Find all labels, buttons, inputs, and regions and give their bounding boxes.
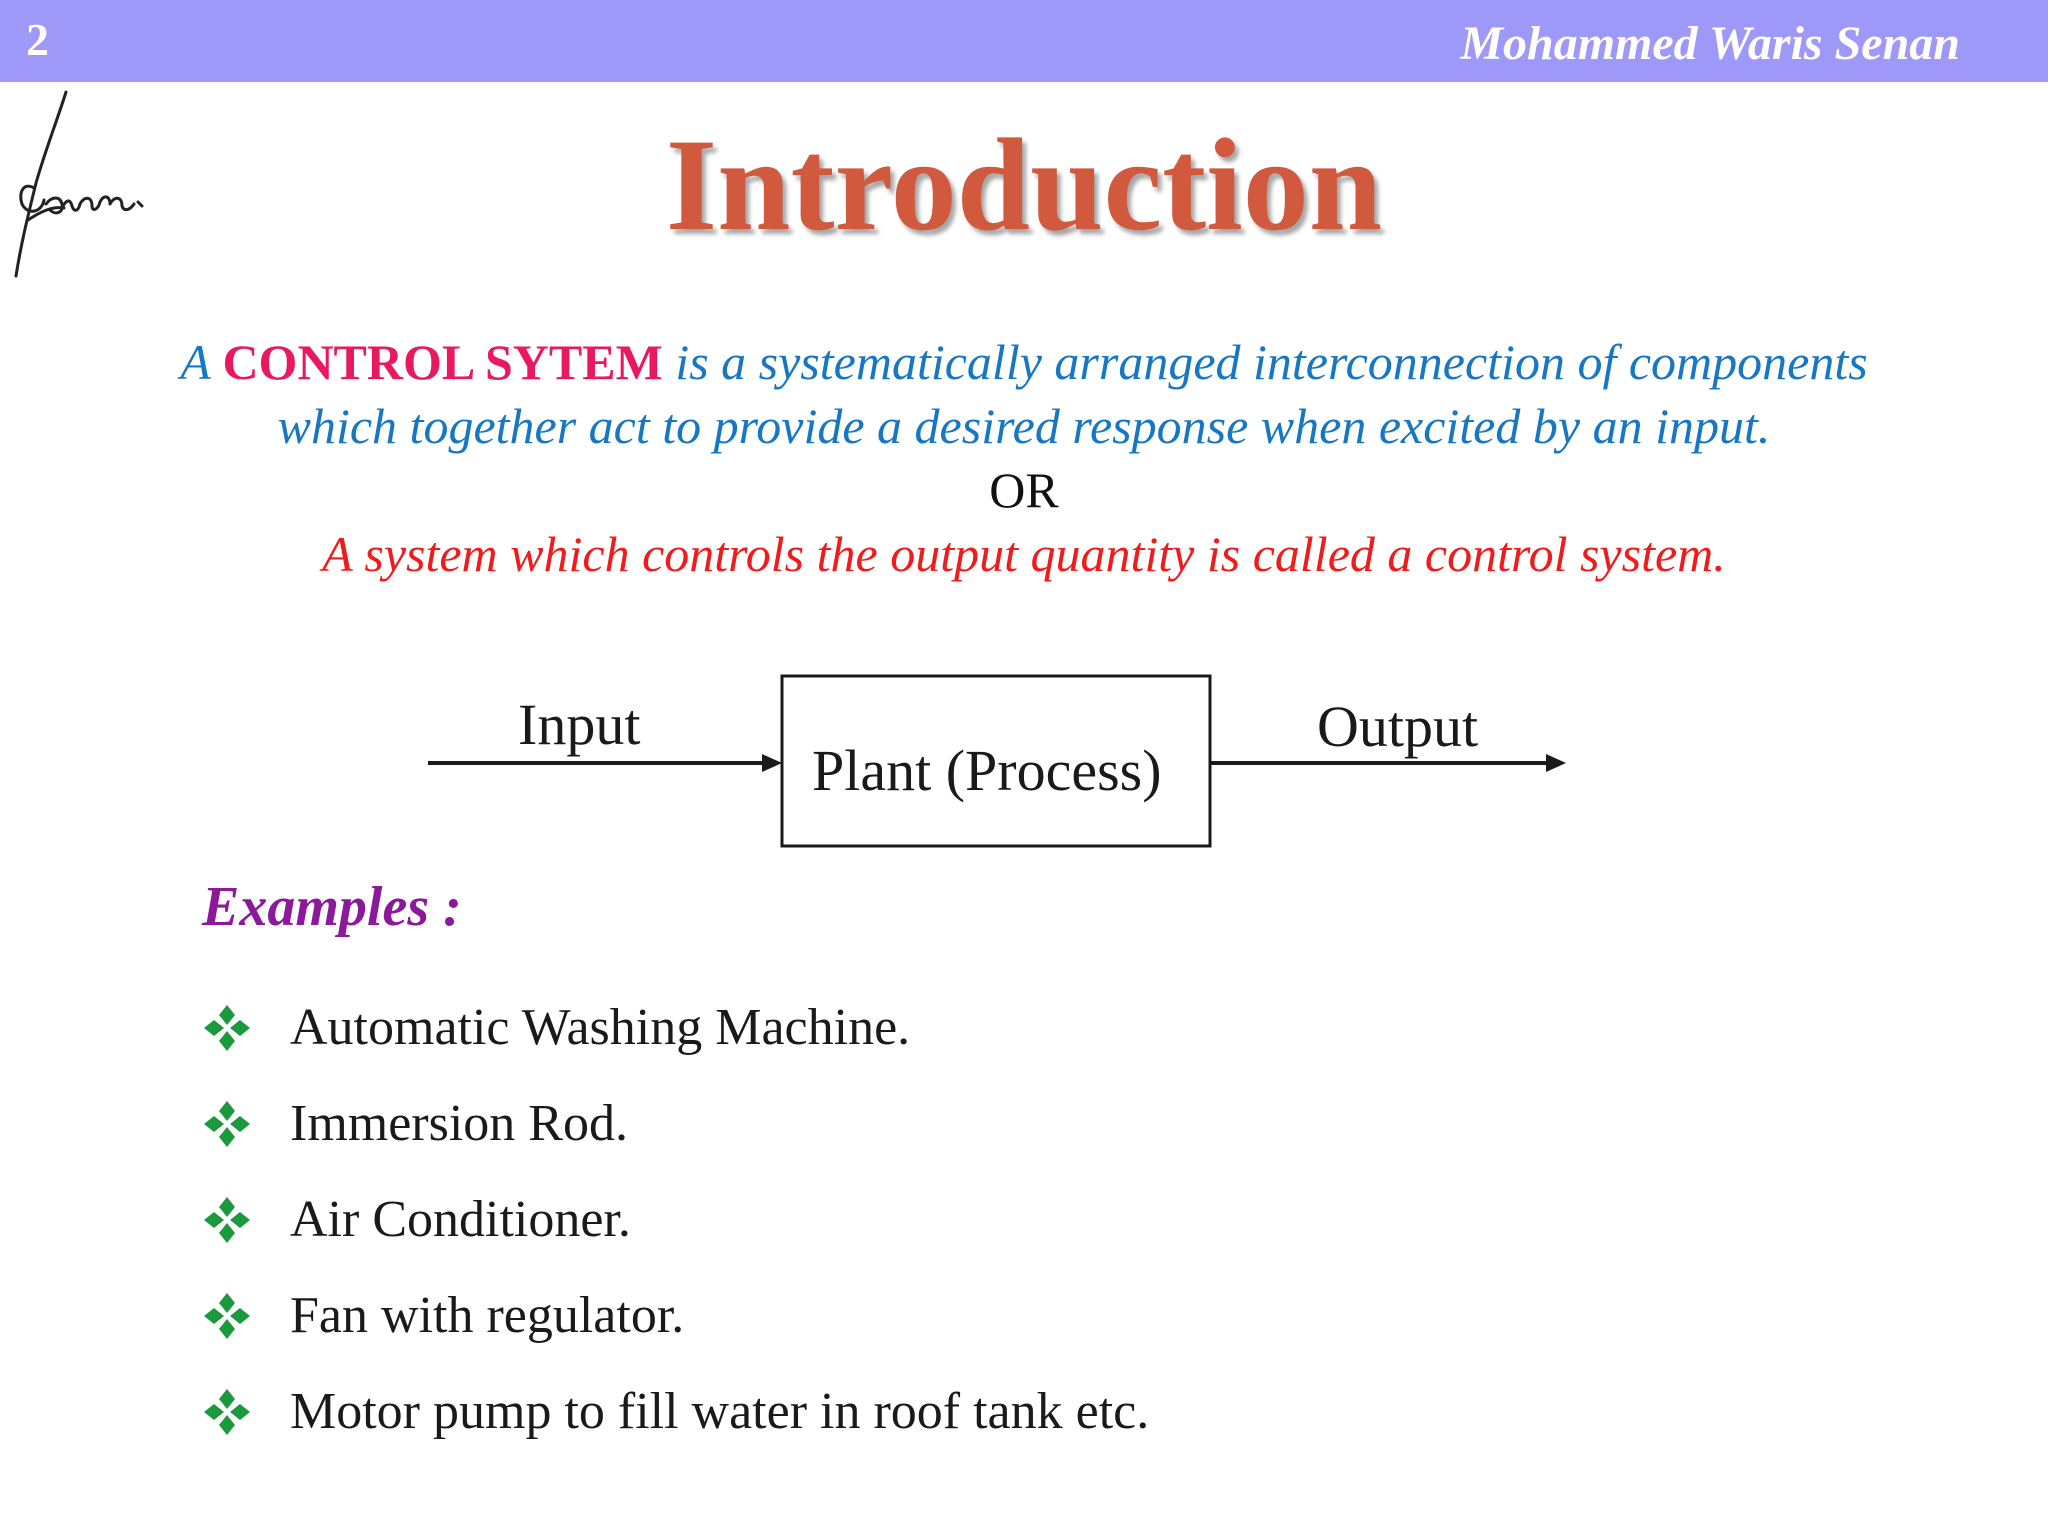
page-title: Introduction [665,111,1383,258]
plant-block-label: Plant (Process) [812,738,1162,803]
diamond-bullet-icon [204,1005,250,1051]
example-text: Fan with regulator. [290,1287,685,1344]
list-item: Air Conditioner. [202,1172,1149,1268]
handwritten-signature-icon [14,90,144,278]
example-text: Immersion Rod. [290,1095,628,1152]
example-text: Motor pump to fill water in roof tank et… [290,1383,1150,1440]
slide-number: 2 [26,14,49,65]
list-item: Immersion Rod. [202,1076,1149,1172]
definition-prefix: A [180,334,223,390]
control-system-term: CONTROL SYTEM [222,334,663,390]
or-separator: OR [989,462,1059,518]
block-diagram: Input Plant (Process) Output [400,660,1600,880]
definition-text: A CONTROL SYTEM is a systematically arra… [0,330,2048,586]
examples-list: Automatic Washing Machine. Immersion Rod… [202,980,1149,1460]
diamond-bullet-icon [204,1389,250,1435]
list-item: Motor pump to fill water in roof tank et… [202,1364,1149,1460]
diamond-bullet-icon [204,1101,250,1147]
definition-line-2: which together act to provide a desired … [277,398,1771,454]
definition-line-1: A CONTROL SYTEM is a systematically arra… [0,330,2048,394]
author-name: Mohammed Waris Senan [1460,17,1960,70]
diamond-bullet-icon [204,1293,250,1339]
output-label: Output [1317,694,1479,759]
input-label: Input [518,692,641,757]
output-arrowhead [1546,754,1566,772]
examples-heading: Examples : [202,876,462,938]
list-item: Automatic Washing Machine. [202,980,1149,1076]
block-diagram-graphic [428,674,1566,848]
list-item: Fan with regulator. [202,1268,1149,1364]
definition-line-3: A system which controls the output quant… [322,526,1726,582]
definition-line-1-rest: is a systematically arranged interconnec… [662,334,1868,390]
diamond-bullet-icon [204,1197,250,1243]
example-text: Automatic Washing Machine. [290,999,911,1056]
input-arrowhead [762,754,782,772]
header-bar: 2 Mohammed Waris Senan [0,0,2048,82]
example-text: Air Conditioner. [290,1191,631,1248]
